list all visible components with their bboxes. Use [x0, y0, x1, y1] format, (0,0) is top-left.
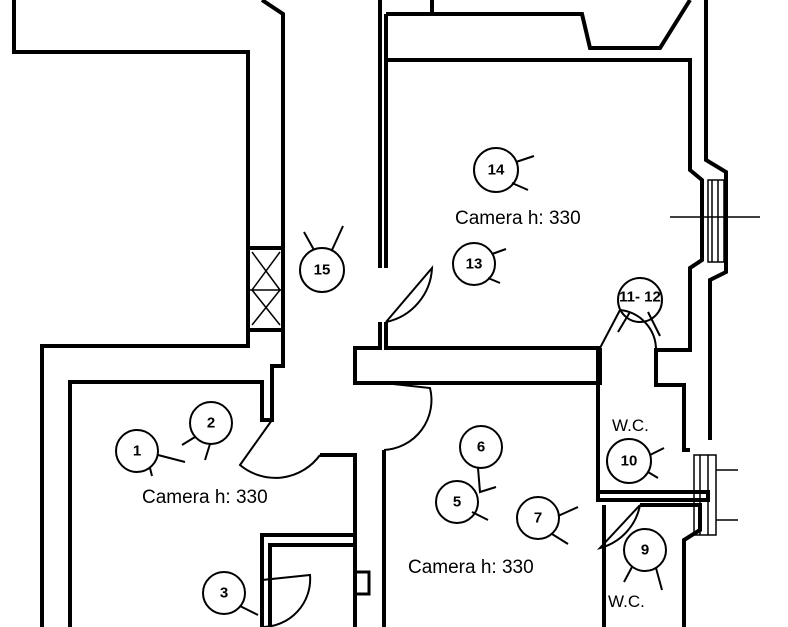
wall-left-lower	[40, 330, 285, 627]
marker-11-12: 11- 12	[617, 277, 663, 337]
marker-15: 15	[299, 225, 345, 293]
marker-7: 7	[516, 496, 579, 545]
wc-label-lower: W.C.	[608, 592, 645, 611]
window-left	[248, 251, 283, 326]
marker-14: 14	[473, 147, 535, 193]
marker-6-tick	[477, 467, 497, 494]
marker-5-tick	[471, 511, 489, 521]
closet-box	[353, 570, 371, 596]
wall-center-left	[320, 450, 386, 627]
room-labels: Camera h: 330 Camera h: 330 Camera h: 33…	[142, 208, 649, 611]
marker-15-tick	[303, 225, 344, 251]
wall-top-center	[353, 0, 602, 385]
walls	[12, 0, 738, 627]
marker-14-number: 14	[488, 162, 505, 179]
wc-label-upper: W.C.	[612, 416, 649, 435]
marker-5-circle	[435, 480, 479, 524]
wall-wc-lower	[602, 503, 702, 627]
wall-top-right	[386, 0, 728, 440]
marker-6-circle	[459, 425, 503, 469]
marker-1-tick	[149, 454, 186, 477]
door-wc-upper	[599, 309, 658, 351]
marker-2-tick	[181, 436, 211, 461]
wall-left-corridor	[246, 248, 285, 332]
room-label-top: Camera h: 330	[455, 208, 581, 229]
marker-3-number: 3	[220, 585, 228, 602]
marker-2-circle	[189, 401, 233, 445]
marker-14-circle	[473, 147, 519, 193]
marker-1-number: 1	[133, 443, 141, 460]
marker-11-12-number: 11- 12	[619, 289, 661, 306]
marker-5-number: 5	[453, 494, 461, 511]
wall-corridor-divider	[384, 54, 600, 350]
marker-15-circle	[299, 247, 345, 293]
marker-6-number: 6	[477, 439, 485, 456]
marker-13-number: 13	[466, 256, 483, 273]
marker-7-tick	[551, 506, 579, 545]
marker-10-tick	[647, 447, 665, 479]
wall-top-left	[12, 0, 285, 250]
marker-9: 9	[623, 528, 667, 591]
marker-2-number: 2	[207, 415, 215, 432]
marker-11-12-tick	[617, 311, 661, 337]
marker-5: 5	[435, 480, 489, 524]
wall-closet	[260, 533, 355, 627]
door-room-center	[383, 382, 433, 451]
marker-10-circle	[606, 438, 652, 484]
marker-13-tick	[487, 248, 507, 284]
door-room-top	[385, 265, 434, 323]
marker-3-tick	[239, 605, 259, 616]
window-right-top	[707, 179, 725, 263]
markers: 1 2 3 5 6 7 9	[115, 147, 667, 616]
marker-9-tick	[623, 566, 663, 591]
marker-3: 3	[202, 571, 259, 616]
marker-7-circle	[516, 496, 560, 540]
wall-wc	[596, 348, 710, 502]
marker-11-12-circle	[617, 277, 663, 323]
marker-14-tick	[511, 155, 535, 191]
room-label-center: Camera h: 330	[408, 557, 534, 578]
marker-13-circle	[452, 242, 496, 286]
marker-6: 6	[459, 425, 503, 494]
wall-top-center-inner	[384, 14, 704, 452]
door-wc-lower	[596, 504, 641, 550]
marker-13: 13	[452, 242, 507, 286]
marker-1: 1	[115, 429, 186, 477]
marker-1-circle	[115, 429, 159, 473]
marker-7-number: 7	[534, 510, 542, 527]
marker-10-number: 10	[621, 453, 638, 470]
doors	[238, 265, 658, 627]
marker-15-number: 15	[314, 262, 331, 279]
room-label-left: Camera h: 330	[142, 487, 268, 508]
marker-10: 10	[606, 438, 665, 484]
door-closet	[261, 573, 312, 627]
marker-9-circle	[623, 528, 667, 572]
marker-3-circle	[202, 571, 246, 615]
door-room-left	[238, 419, 321, 479]
marker-2: 2	[181, 401, 233, 461]
marker-9-number: 9	[641, 542, 649, 559]
